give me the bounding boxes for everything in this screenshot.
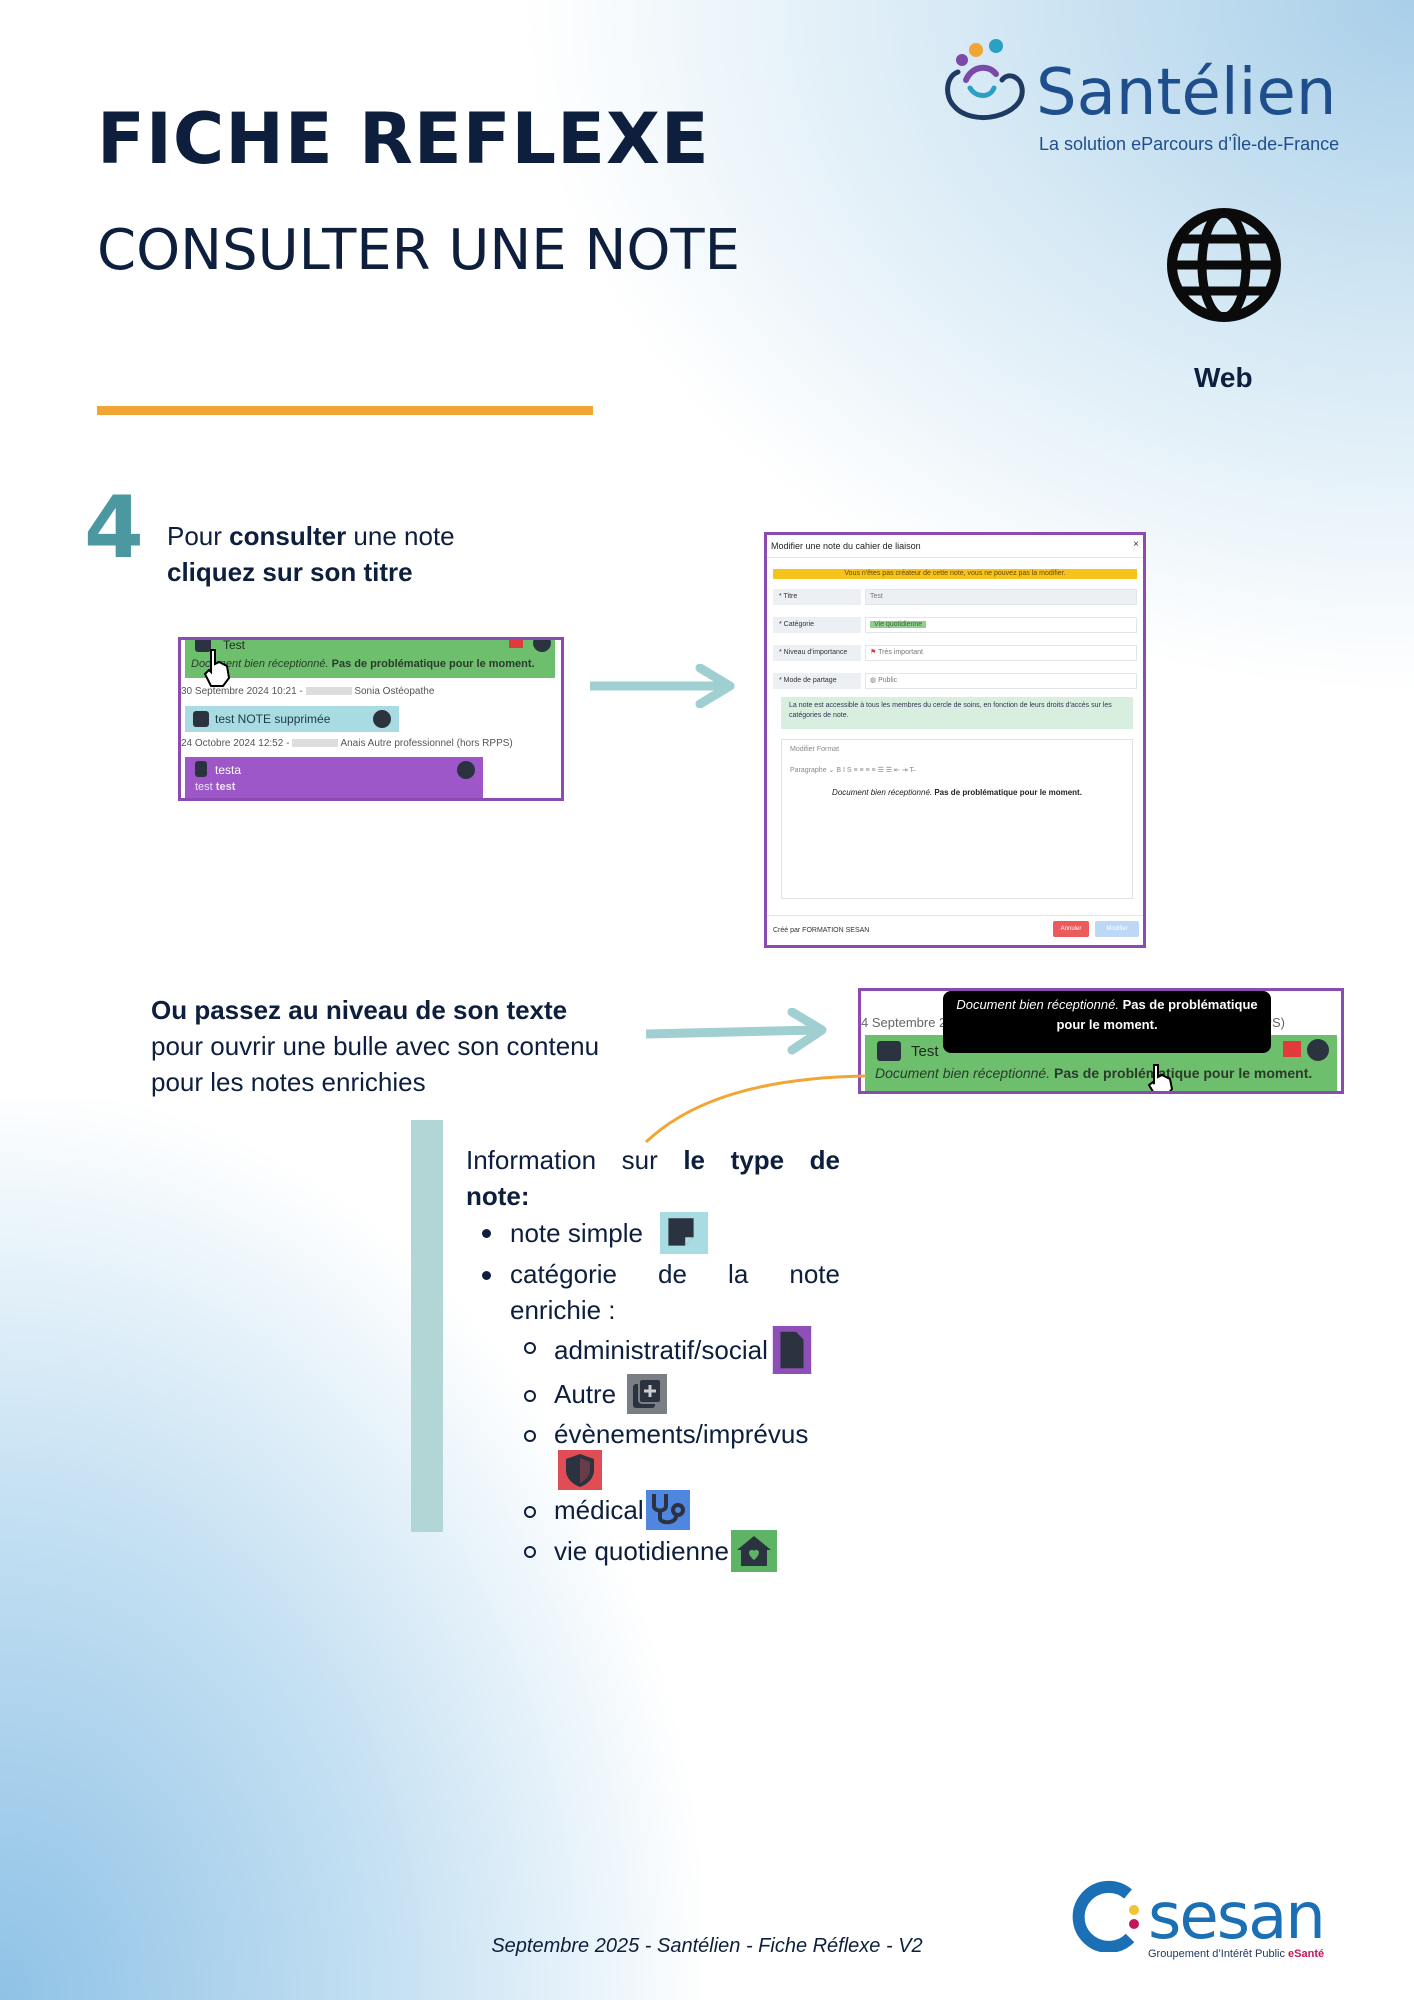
editor-body: Document bien réceptionné. Pas de problé…	[832, 788, 1082, 797]
rich-text-editor[interactable]: Modifier Format Paragraphe ⌄ B I S ≡ ≡ ≡…	[781, 739, 1133, 899]
globe-icon	[373, 710, 391, 728]
flag-icon	[1283, 1041, 1301, 1057]
arrow-right-icon	[646, 1008, 827, 1055]
note-title[interactable]: testa	[215, 763, 242, 777]
note-tooltip: Document bien réceptionné. Pas de problé…	[943, 991, 1271, 1053]
modal-title: Modifier une note du cahier de liaison	[771, 541, 921, 551]
hover-tooltip-screenshot: 4 Septembre 20 PS) Test Document bien ré…	[858, 988, 1344, 1094]
note-meta: 30 Septembre 2024 10:21 - Sonia Ostéopat…	[181, 686, 435, 697]
arrow-right-icon	[590, 664, 735, 708]
note-icon	[193, 711, 209, 727]
stethoscope-icon	[645, 1490, 690, 1531]
globe-icon	[1167, 208, 1281, 322]
flag-icon	[509, 640, 523, 648]
house-icon	[195, 640, 211, 652]
note-item-test[interactable]: Test Document bien réceptionné. Pas de p…	[185, 638, 555, 678]
document-icon	[195, 761, 207, 777]
editor-menu[interactable]: Modifier Format	[790, 746, 840, 753]
sharing-info: La note est accessible à tous les membre…	[781, 697, 1133, 729]
list-item-note-simple: note simple	[466, 1212, 840, 1256]
page-footer: Septembre 2025 - Santélien - Fiche Réfle…	[491, 1935, 923, 1957]
note-item-testa[interactable]: testa test test	[185, 757, 483, 798]
note-title[interactable]: Test	[223, 638, 246, 652]
document-icon	[772, 1326, 812, 1374]
note-title[interactable]: Test	[911, 1043, 939, 1060]
note-title[interactable]: test NOTE supprimée	[215, 712, 331, 726]
note-type-info: Information sur le type de note: note si…	[466, 1142, 840, 1574]
field-importance: * Niveau d'importance ⚑ Très important	[773, 645, 1137, 661]
note-text: Document bien réceptionné. Pas de problé…	[191, 658, 535, 670]
hand-cursor-icon	[203, 649, 231, 687]
org-tagline: Groupement d’Intérêt Public eSanté	[1148, 1948, 1325, 1960]
platform-label: Web	[1194, 362, 1253, 393]
modify-button[interactable]: Modifier	[1095, 921, 1139, 937]
category-vie-quotidienne: vie quotidienne	[466, 1530, 840, 1574]
cancel-button[interactable]: Annuler	[1053, 921, 1089, 937]
house-icon	[877, 1041, 901, 1061]
created-by: Créé par FORMATION SESAN	[773, 927, 870, 934]
background-gradient-bottom	[0, 1100, 700, 2000]
note-simple-icon	[660, 1212, 709, 1254]
page-title: FICHE REFLEXE	[97, 98, 710, 180]
note-meta: 24 Octobre 2024 12:52 - Anais Autre prof…	[181, 738, 513, 749]
close-icon[interactable]: ×	[1133, 539, 1139, 550]
field-categorie: * Catégorie Vie quotidienne	[773, 617, 1137, 633]
shield-icon	[558, 1450, 602, 1491]
copy-plus-icon	[627, 1374, 668, 1415]
globe-icon	[457, 761, 475, 779]
category-evenements: évènements/imprévus	[466, 1416, 840, 1492]
modify-note-modal-screenshot: Modifier une note du cahier de liaison ×…	[764, 532, 1146, 948]
category-administratif: administratif/social	[466, 1326, 840, 1376]
field-partage: * Mode de partage ◍ Public	[773, 673, 1137, 689]
note-text[interactable]: Document bien réceptionné. Pas de problé…	[875, 1065, 1313, 1081]
sesan-logo-icon	[1072, 1880, 1139, 1952]
brand-name: Santélien	[1036, 56, 1337, 130]
hover-instruction: Ou passez au niveau de son texte pour ou…	[151, 995, 600, 1097]
page-subtitle: CONSULTER UNE NOTE	[97, 218, 741, 283]
connector-arrow	[644, 1074, 867, 1144]
step-number: 4	[84, 478, 144, 578]
org-name: sesan	[1148, 1880, 1326, 1954]
brand-tagline: La solution eParcours d’Île-de-France	[1039, 134, 1340, 154]
category-autre: Autre	[466, 1374, 840, 1416]
list-item-note-enrichie: catégorie de la note enrichie :	[466, 1256, 840, 1328]
info-side-bar	[411, 1120, 443, 1532]
title-underline	[97, 406, 593, 415]
hand-cursor-icon	[1147, 1064, 1174, 1091]
note-text: test test	[195, 781, 236, 793]
field-titre: * Titre Test	[773, 589, 1137, 605]
step-instruction: Pour consulter une note cliquez sur son …	[167, 521, 455, 587]
house-heart-icon	[730, 1530, 777, 1573]
editor-toolbar[interactable]: Paragraphe ⌄ B I S ≡ ≡ ≡ ≡ ☰ ☰ ⇤ ⇥ T̶	[790, 767, 914, 774]
globe-icon	[1307, 1039, 1329, 1061]
category-medical: médical	[466, 1490, 840, 1532]
globe-icon	[533, 640, 551, 652]
note-item-simple[interactable]: test NOTE supprimée	[185, 706, 399, 732]
santelien-logo-icon	[945, 39, 1025, 121]
warning-banner: Vous n'êtes pas créateur de cette note, …	[773, 569, 1137, 579]
notes-list-screenshot: Test Document bien réceptionné. Pas de p…	[178, 637, 564, 801]
